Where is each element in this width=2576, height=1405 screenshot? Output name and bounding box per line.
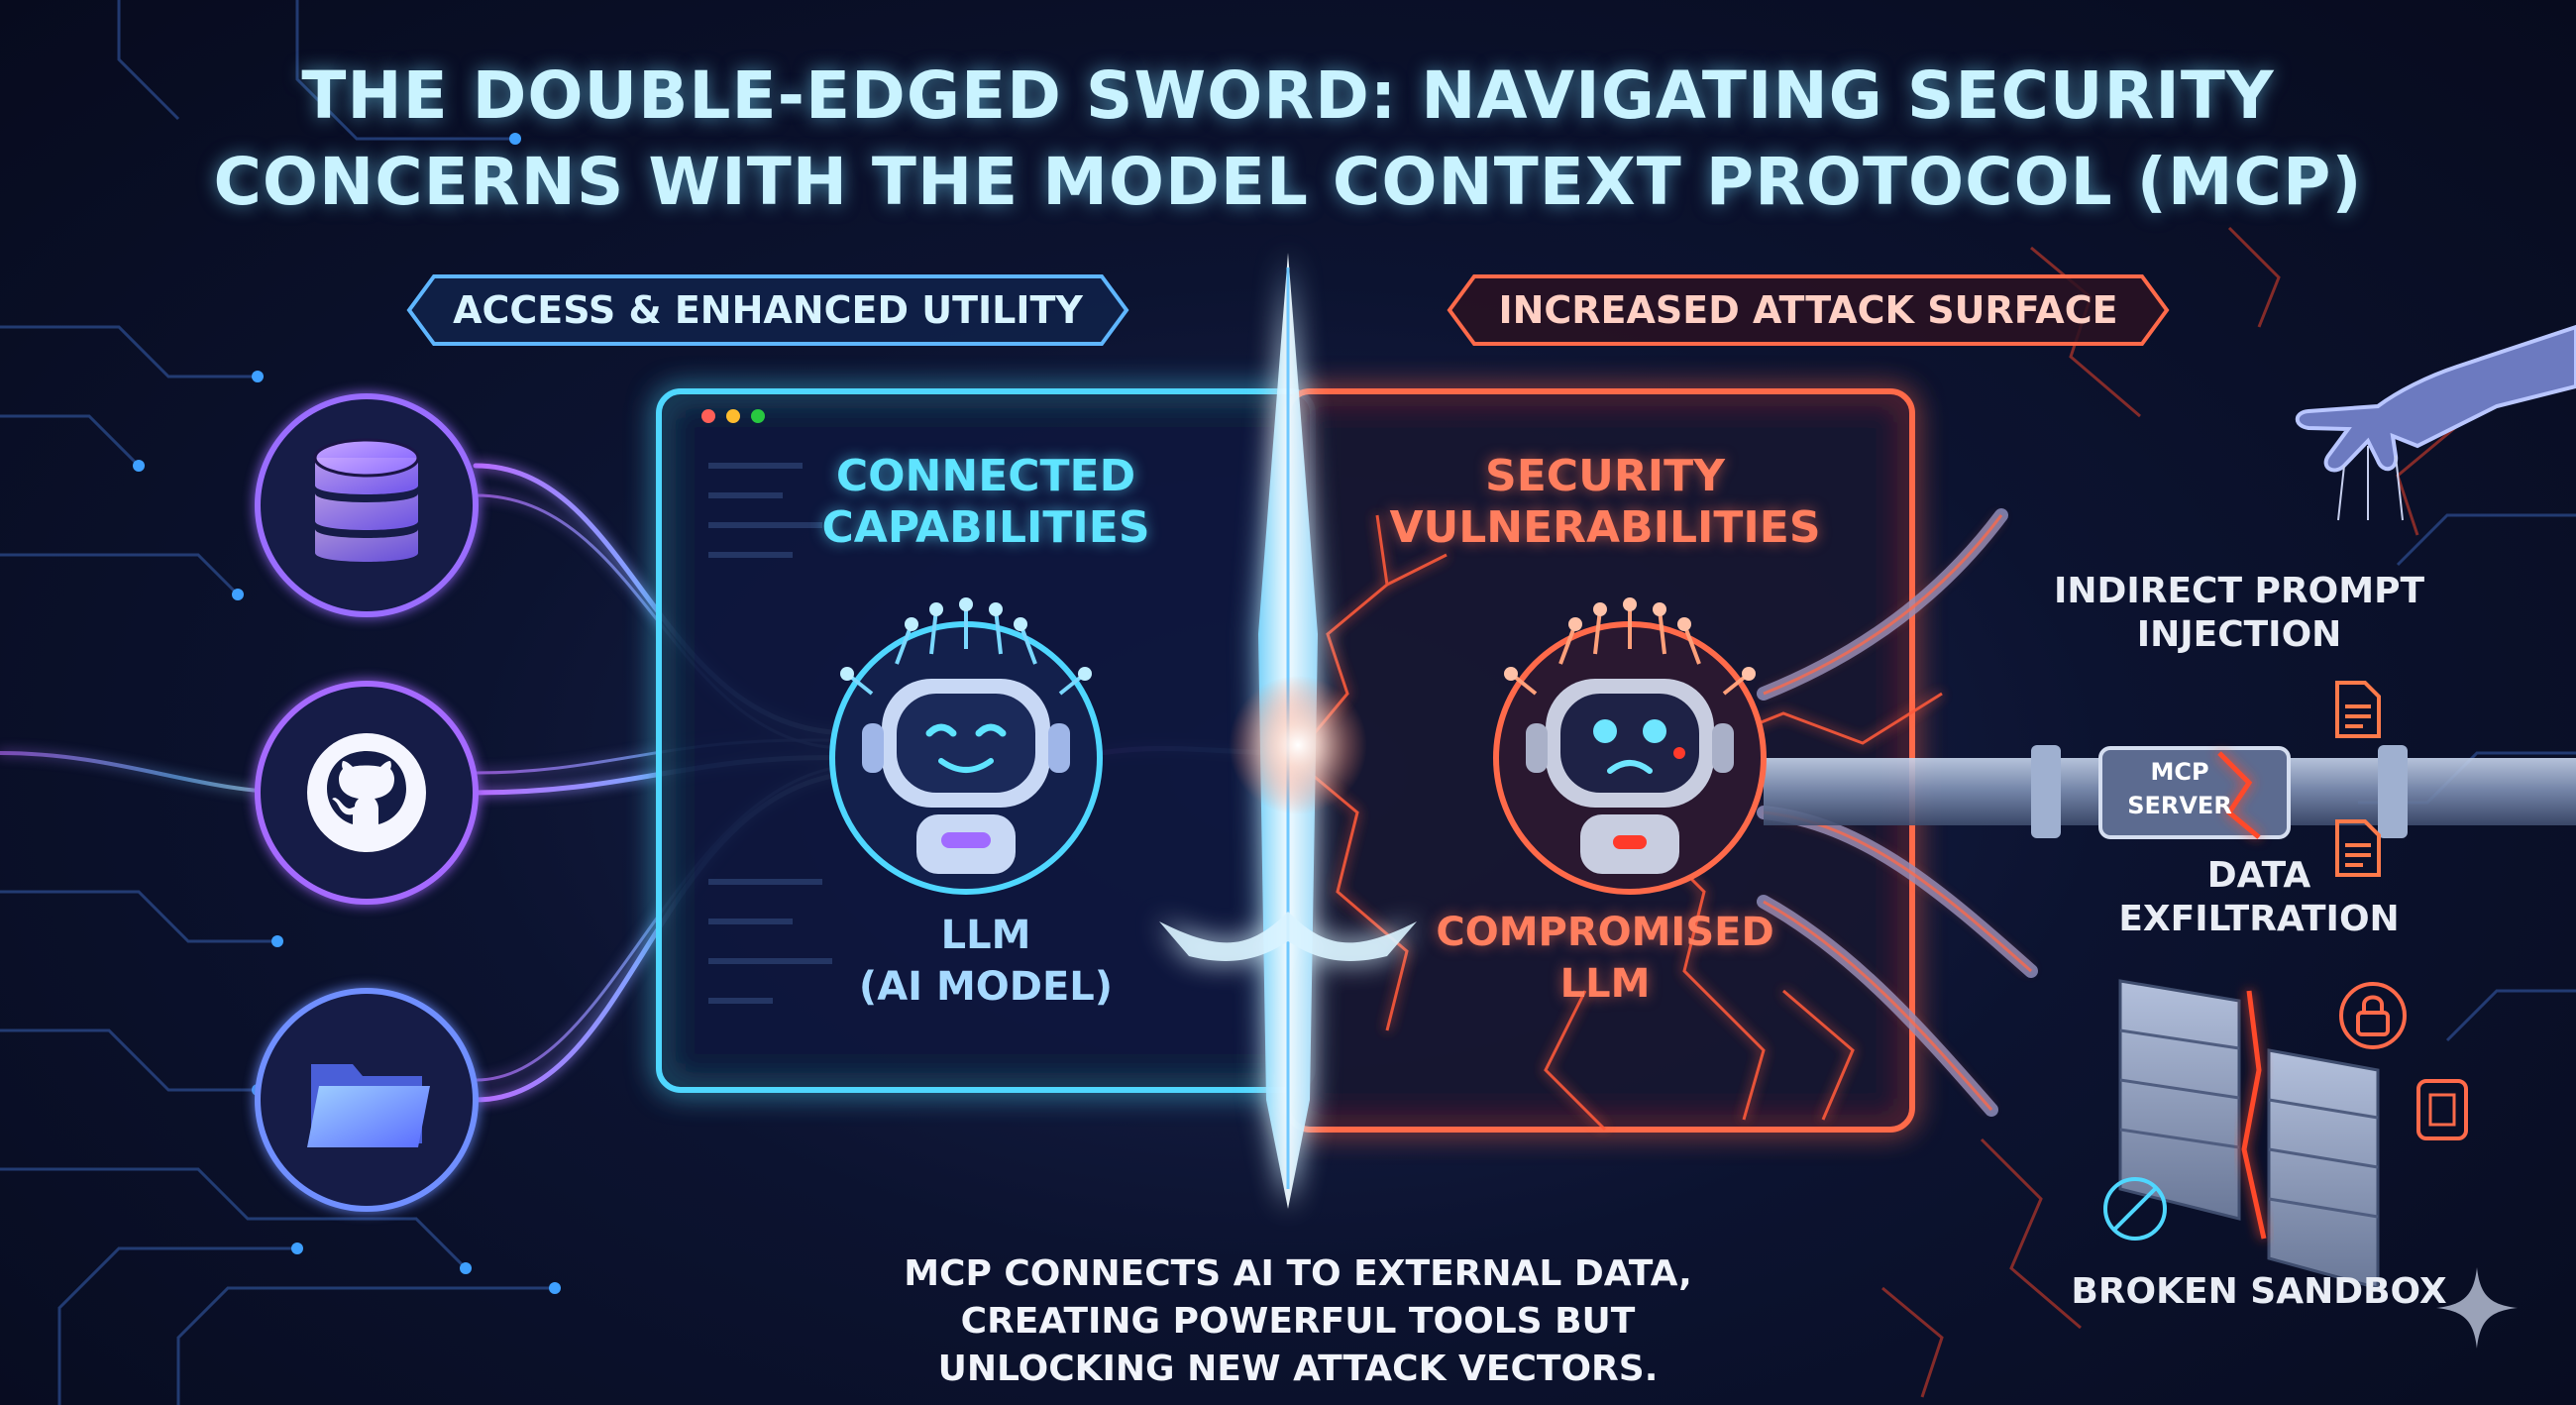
clash-flare xyxy=(1229,676,1367,814)
caption-line2: CREATING POWERFUL TOOLS BUT xyxy=(960,1301,1636,1342)
left-panel-title-line1: CONNECTED xyxy=(835,451,1136,501)
compromised-llm-label-line1: COMPROMISED xyxy=(1436,910,1774,955)
lock-icon xyxy=(2339,982,2407,1049)
mcp-server-label-line1: MCP xyxy=(2150,758,2209,786)
llm-label: LLM (AI MODEL) xyxy=(768,910,1204,1013)
exfiltration-label-line2: EXFILTRATION xyxy=(2118,899,2400,939)
caption-line3: UNLOCKING NEW ATTACK VECTORS. xyxy=(937,1349,1659,1389)
right-panel-title: SECURITY VULNERABILITIES xyxy=(1357,451,1853,554)
sparkle-icon xyxy=(2436,1267,2518,1349)
page-title-line1: THE DOUBLE-EDGED SWORD: NAVIGATING SECUR… xyxy=(301,57,2275,134)
document-icon xyxy=(2335,681,2381,738)
right-tag-frame xyxy=(1447,274,2170,346)
data-exfiltration-label: DATA EXFILTRATION xyxy=(2041,854,2477,941)
page-title-line2: CONCERNS WITH THE MODEL CONTEXT PROTOCOL… xyxy=(213,144,2363,220)
security-chip-icon xyxy=(2416,1079,2468,1140)
database-icon xyxy=(313,438,420,562)
left-panel-title-line2: CAPABILITIES xyxy=(821,502,1150,553)
blocked-icon xyxy=(2103,1177,2167,1241)
broken-sandbox-label: BROKEN SANDBOX xyxy=(2071,1271,2447,1312)
caption: MCP CONNECTS AI TO EXTERNAL DATA, CREATI… xyxy=(852,1250,1744,1393)
injection-label-line1: INDIRECT PROMPT xyxy=(2053,571,2425,611)
circuit-nodes xyxy=(133,133,561,1294)
puppeteer-hand-icon xyxy=(2295,324,2576,521)
llm-label-line1: LLM xyxy=(940,913,1031,958)
llm-robot-icon xyxy=(829,597,1103,895)
mcp-server-label-line2: SERVER xyxy=(2127,792,2232,819)
compromised-llm-label-line2: LLM xyxy=(1559,961,1651,1007)
github-icon xyxy=(307,733,426,852)
compromised-llm-label: COMPROMISED LLM xyxy=(1387,907,1823,1010)
indirect-prompt-injection-label: INDIRECT PROMPT INJECTION xyxy=(2021,570,2457,657)
right-section-tag: INCREASED ATTACK SURFACE xyxy=(1498,288,2118,332)
broken-firewall xyxy=(2118,979,2380,1290)
injection-label-line2: INJECTION xyxy=(2136,614,2342,655)
document-icon xyxy=(2335,819,2381,877)
mcp-pipe xyxy=(1764,745,2576,839)
folder-icon xyxy=(307,1064,430,1147)
mcp-server-label: MCP SERVER xyxy=(2100,755,2259,822)
right-panel-title-line1: SECURITY xyxy=(1485,451,1725,501)
left-panel-title: CONNECTED CAPABILITIES xyxy=(728,451,1243,554)
left-tag-frame xyxy=(406,274,1129,346)
compromised-llm-robot-icon xyxy=(1493,597,1767,895)
llm-label-line2: (AI MODEL) xyxy=(858,964,1114,1010)
right-panel-title-line2: VULNERABILITIES xyxy=(1389,502,1821,553)
left-section-tag: ACCESS & ENHANCED UTILITY xyxy=(453,288,1083,332)
caption-line1: MCP CONNECTS AI TO EXTERNAL DATA, xyxy=(904,1253,1692,1294)
exfiltration-label-line1: DATA xyxy=(2206,855,2311,896)
